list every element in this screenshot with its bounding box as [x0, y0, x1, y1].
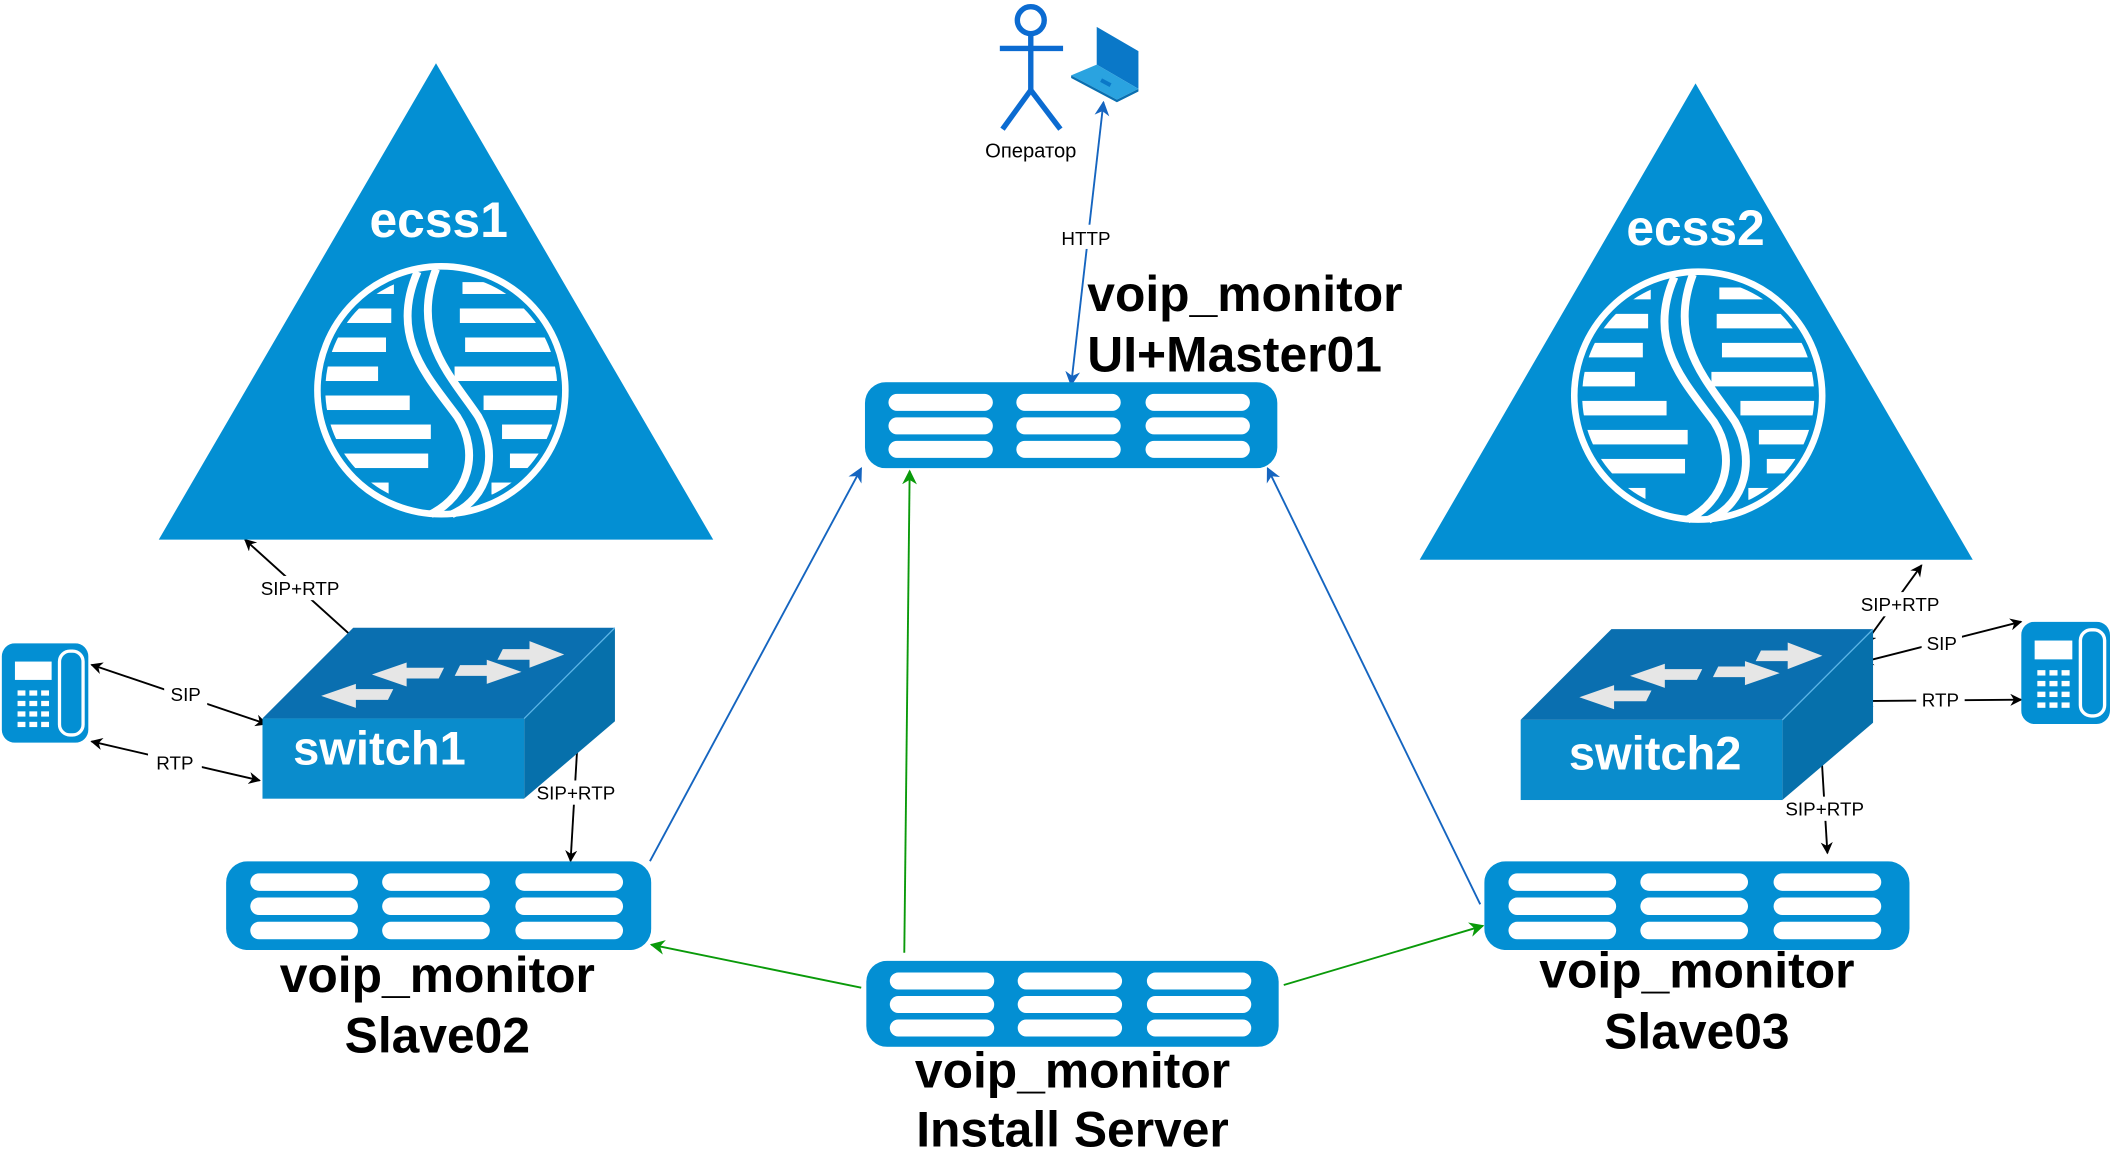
slave03-title-line2: Slave03 [1604, 1003, 1789, 1059]
slave02-title-line2: Slave02 [345, 1007, 530, 1063]
switch1-label: switch1 [293, 721, 466, 774]
edge-http-label: HTTP [1061, 228, 1110, 249]
node-ecss2[interactable]: ecss2 [1419, 83, 1973, 560]
edge-ecss1-switch1-label: SIP+RTP [261, 578, 340, 599]
edge-install-master [902, 469, 917, 953]
edge-phone2-sip-label: SIP [1927, 633, 1957, 654]
ecss-triangle-icon [1419, 83, 1973, 560]
actor-icon [999, 4, 1064, 131]
edge-phone2-sip-label-bg [1921, 632, 1962, 654]
node-laptop[interactable] [1071, 26, 1139, 103]
edge-phone2-rtp-label: RTP [1922, 689, 1959, 710]
slave03-title-line1: voip_monitor [1539, 943, 1854, 999]
edge-phone1-rtp-label-bg [148, 752, 202, 774]
edges: HTTP SIP+RTP SIP RTP SIP+RTP SIP+RTP SIP… [90, 100, 2023, 989]
install-title-line1: voip_monitor [915, 1042, 1230, 1098]
edge-phone1-sip-label: SIP [171, 684, 201, 705]
edge-http-label-bg [1052, 224, 1120, 249]
node-ecss1[interactable]: ecss1 [158, 63, 714, 540]
ip-phone-icon [2021, 621, 2110, 724]
ecss1-label: ecss1 [369, 192, 507, 248]
edge-switch1-slave02-label-bg [527, 780, 625, 805]
edge-ecss2-switch2-label-bg [1851, 592, 1949, 617]
operator-label: Оператор [985, 140, 1076, 162]
node-switch2[interactable]: switch2 [1520, 628, 1874, 801]
ecss-triangle-icon [158, 63, 714, 540]
node-master[interactable]: voip_monitor UI+Master01 [864, 266, 1403, 469]
edge-phone1-sip-label-bg [164, 683, 208, 706]
edge-slave02-master [649, 466, 863, 862]
server-rack-icon [1484, 861, 1910, 951]
ecss2-label: ecss2 [1626, 200, 1764, 256]
server-rack-icon [864, 382, 1278, 469]
node-operator[interactable]: Оператор [985, 4, 1076, 163]
slave02-title-line1: voip_monitor [280, 947, 595, 1003]
edge-switch1-slave02-label: SIP+RTP [537, 782, 616, 803]
laptop-icon [1071, 26, 1139, 103]
edge-phone2-rtp-label-bg [1916, 688, 1965, 711]
node-slave02[interactable]: voip_monitor Slave02 [226, 861, 652, 1063]
server-rack-icon [226, 861, 652, 951]
master-title-line2: UI+Master01 [1087, 326, 1382, 382]
node-switch1[interactable]: switch1 [262, 627, 615, 800]
edge-ecss1-switch1-label-bg [250, 575, 350, 601]
edge-install-slave03 [1283, 922, 1485, 986]
node-phone2[interactable] [2021, 621, 2110, 724]
switch2-label: switch2 [1569, 727, 1742, 780]
edge-switch2-slave03-label: SIP+RTP [1785, 798, 1864, 819]
ip-phone-icon [0, 643, 91, 743]
edge-ecss2-switch2-label: SIP+RTP [1861, 594, 1940, 615]
node-phone1[interactable] [0, 643, 91, 743]
edge-install-slave02 [649, 940, 862, 989]
node-slave03[interactable]: voip_monitor Slave03 [1484, 861, 1910, 1059]
install-title-line2: Install Server [916, 1102, 1229, 1158]
edge-slave03-master [1266, 466, 1482, 905]
master-title-line1: voip_monitor [1087, 266, 1402, 322]
server-rack-icon [866, 960, 1279, 1047]
edge-switch2-slave03-label-bg [1776, 796, 1874, 821]
edge-phone1-rtp-label: RTP [156, 753, 193, 774]
node-install[interactable]: voip_monitor Install Server [866, 960, 1279, 1158]
